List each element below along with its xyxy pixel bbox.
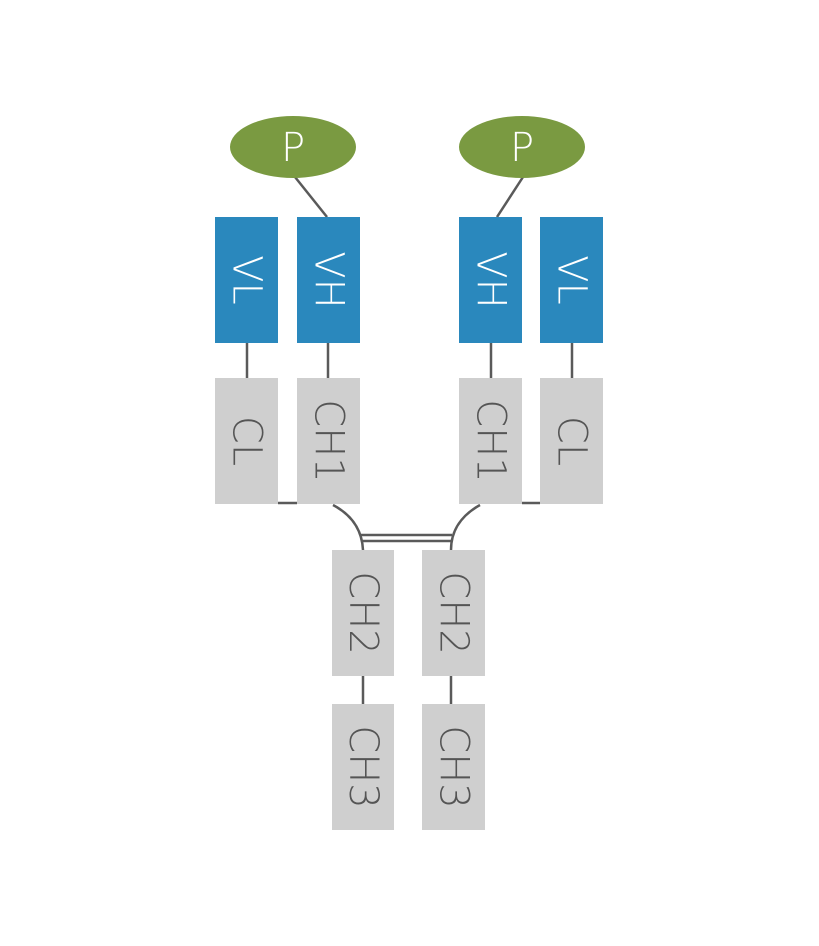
domain-label: CL [224, 416, 270, 466]
connector-p-right-vh [495, 176, 525, 218]
domain-label: VL [224, 255, 270, 305]
domain-cl-left: CL [215, 378, 278, 504]
domain-vh-left: VH [297, 217, 360, 343]
domain-box [297, 378, 360, 504]
domain-box [215, 378, 278, 504]
domain-box [332, 550, 394, 676]
domain-ch1-left: CH1 [297, 378, 360, 504]
domain-label: CH3 [431, 725, 477, 808]
paratope-label: P [281, 125, 305, 171]
paratope-shape [459, 116, 585, 178]
domain-ch3-right: CH3 [422, 704, 485, 830]
domain-ch3-left: CH3 [332, 704, 394, 830]
connectors [245, 176, 574, 704]
domain-box [540, 378, 603, 504]
domain-label: CH2 [340, 571, 386, 654]
domain-ch2-left: CH2 [332, 550, 394, 676]
paratope-left: P [230, 116, 356, 178]
domain-ch1-right: CH1 [459, 378, 522, 504]
domain-box [459, 217, 522, 343]
domain-box [297, 217, 360, 343]
domain-label: CH3 [340, 725, 386, 808]
paratope-right: P [459, 116, 585, 178]
domain-ch2-right: CH2 [422, 550, 485, 676]
hinge-curve-left [332, 503, 365, 551]
domain-box [422, 704, 485, 830]
domain-label: CL [549, 416, 595, 466]
domain-cl-right: CL [540, 378, 603, 504]
connector-p-left-vh [294, 176, 328, 218]
domain-box [540, 217, 603, 343]
paratope-label: P [510, 125, 534, 171]
domain-box [459, 378, 522, 504]
domain-label: CH1 [306, 399, 352, 482]
domain-vl-right: VL [540, 217, 603, 343]
domain-label: CH2 [431, 571, 477, 654]
domain-box [422, 550, 485, 676]
domain-label: VH [306, 251, 352, 308]
domain-label: CH1 [468, 399, 514, 482]
domain-vh-right: VH [459, 217, 522, 343]
domain-label: VL [549, 255, 595, 305]
domain-box [332, 704, 394, 830]
paratope-shape [230, 116, 356, 178]
hinge-curve-right [449, 503, 481, 551]
domain-label: VH [468, 251, 514, 308]
domain-vl-left: VL [215, 217, 278, 343]
domain-box [215, 217, 278, 343]
